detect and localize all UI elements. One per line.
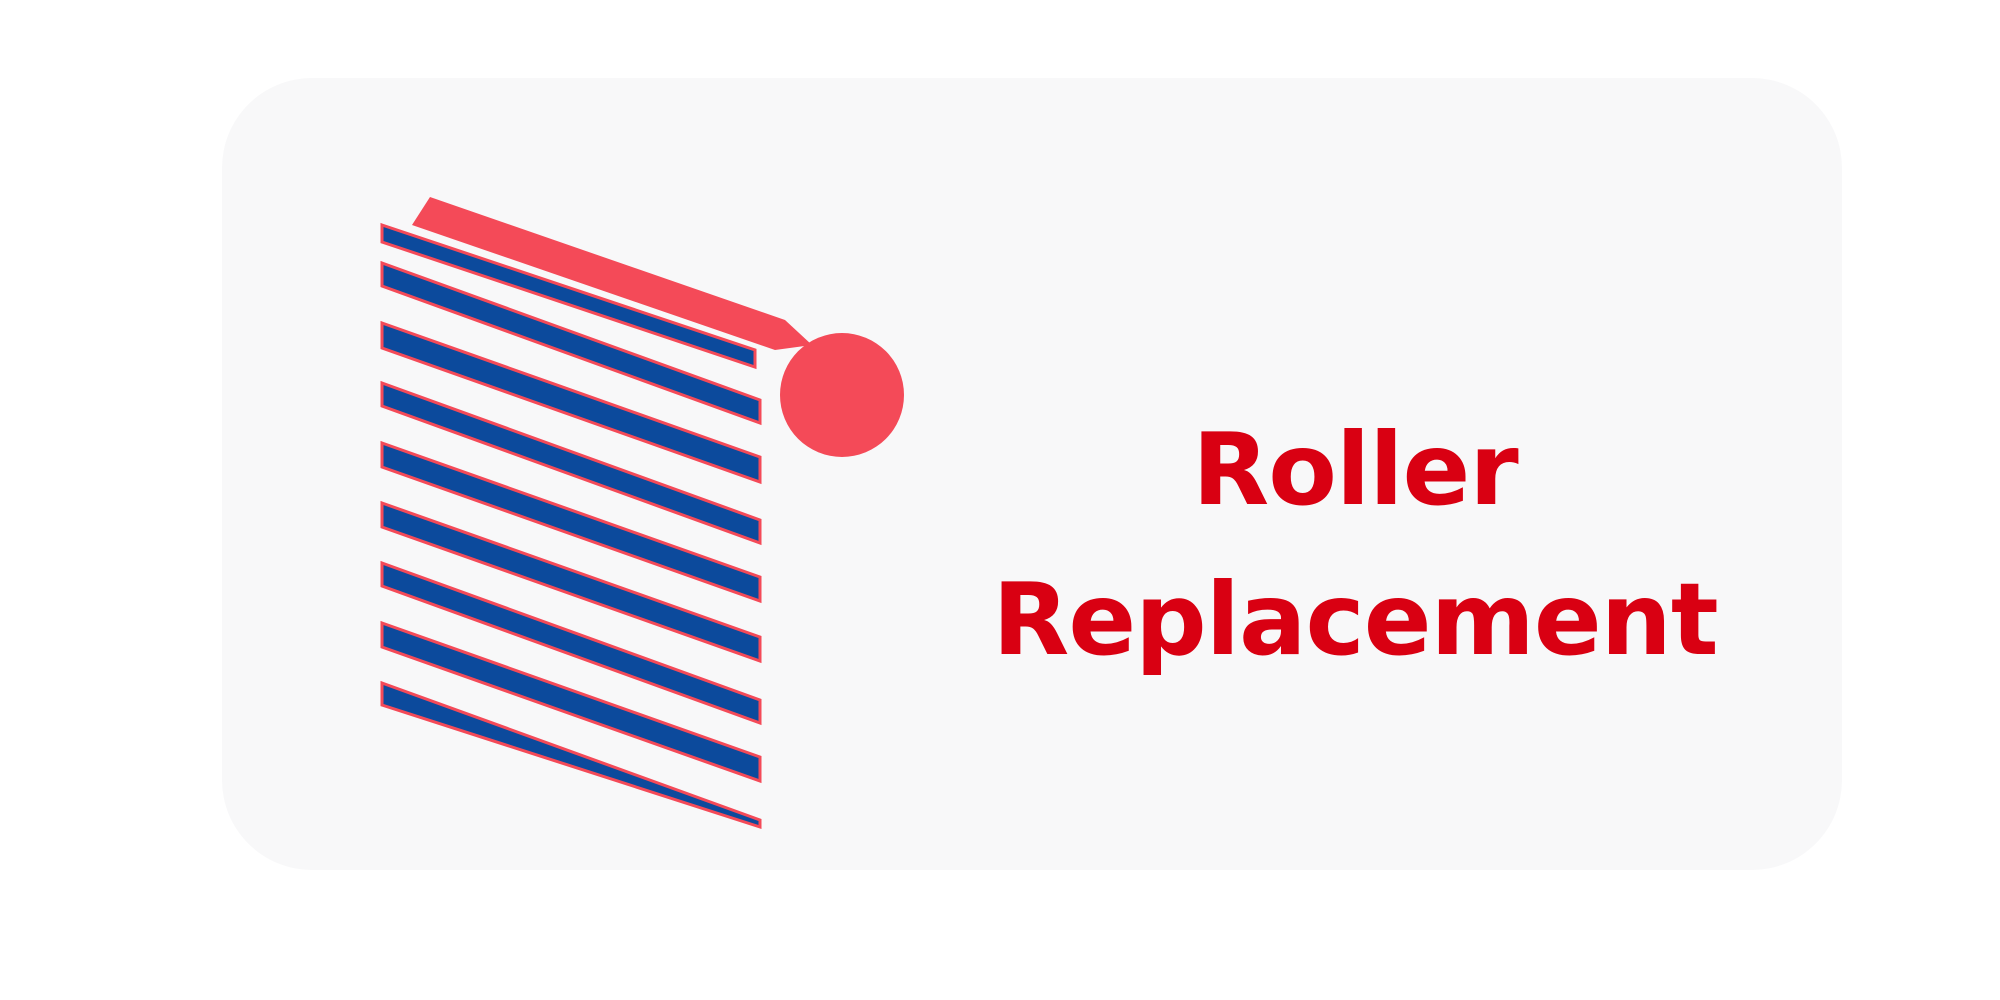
title-line-1: Roller [1192, 411, 1518, 528]
roller-shutter-icon [370, 185, 920, 835]
title-line-2: Replacement [992, 561, 1718, 678]
page-title: Roller Replacement [990, 395, 1720, 695]
